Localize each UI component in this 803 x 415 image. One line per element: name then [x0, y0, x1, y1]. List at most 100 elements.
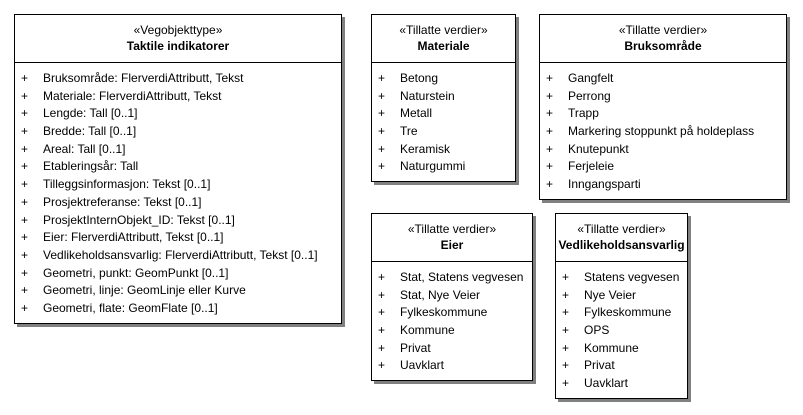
attribute-row: +Naturstein [372, 88, 515, 106]
stereotype-label: «Tillatte verdier» [577, 222, 666, 236]
visibility-marker: + [21, 141, 29, 156]
attribute-row: +Gangfelt [540, 70, 786, 88]
attribute-text: Gangfelt [568, 71, 614, 85]
attribute-row: + Statens vegvesen [556, 269, 687, 287]
attribute-text: Fylkeskommune [400, 305, 488, 320]
attribute-text: Uavklart [584, 376, 629, 391]
attribute-row: + Bruksområde: FlerverdiAttributt, Tekst [15, 70, 341, 88]
attribute-text: Ferjeleie [568, 159, 615, 174]
enum-name: Eier [440, 238, 464, 252]
attribute-text: Materiale: FlerverdiAttributt, Tekst [43, 88, 222, 103]
attribute-row: + Eier: FlerverdiAttributt, Tekst [0..1] [15, 229, 341, 247]
visibility-marker: + [21, 194, 29, 209]
attribute-row: + Privat [372, 340, 532, 358]
visibility-marker: + [21, 230, 29, 245]
attribute-row: +Vedlikeholdsansvarlig: FlerverdiAttribu… [15, 247, 341, 265]
visibility-marker: + [378, 270, 386, 284]
attribute-text: Kommune [584, 340, 639, 355]
attribute-row: + Etableringsår: Tall [15, 158, 341, 176]
attribute-row: +Geometri, punkt: GeomPunkt [0..1] [15, 265, 341, 283]
attribute-text: Keramisk [400, 141, 451, 156]
attribute-text: Stat, Nye Veier [400, 287, 481, 302]
attribute-text: Geometri, linje: GeomLinje eller Kurve [43, 283, 246, 298]
attribute-row: + Keramisk [372, 141, 515, 159]
attribute-row: + Uavklart [372, 357, 532, 375]
attribute-row: + Privat [556, 357, 687, 375]
attribute-row: +Lengde: Tall [0..1] [15, 105, 341, 123]
attribute-text: Privat [584, 358, 615, 373]
attribute-row: + ProsjektInternObjekt_ID: Tekst [0..1] [15, 212, 341, 230]
attribute-row: +Geometri, flate: GeomFlate [0..1] [15, 300, 341, 318]
enum-header: «Tillatte verdier» Materiale [372, 15, 515, 63]
uml-enum-bruksomrade: «Tillatte verdier» Bruksområde +Gangfelt… [539, 14, 787, 200]
visibility-marker: + [21, 159, 29, 174]
visibility-marker: + [562, 358, 570, 373]
visibility-marker: + [546, 177, 554, 192]
visibility-marker: + [562, 270, 570, 284]
attribute-text: Trapp [568, 106, 599, 121]
visibility-marker: + [562, 376, 570, 391]
stereotype-label: «Vegobjekttype» [133, 23, 223, 37]
value-list: + Statens vegvesen + Nye Veier + Fylkeskommun… [556, 262, 687, 393]
visibility-marker: + [378, 287, 386, 302]
enum-name: Vedlikeholdsansvarlig [558, 238, 685, 252]
visibility-marker: + [21, 71, 29, 85]
enum-name: Bruksområde [624, 39, 702, 53]
class-header: «Vegobjekttype» Taktile indikatorer [15, 15, 341, 63]
attribute-text: Tre [400, 124, 418, 139]
attribute-text: Privat [400, 340, 431, 355]
visibility-marker: + [21, 124, 29, 139]
attribute-text: Statens vegvesen [584, 270, 680, 284]
value-list: +Betong+Naturstein+Metall+Tre+Keramisk+N… [372, 63, 515, 176]
visibility-marker: + [562, 305, 570, 320]
attribute-text: Naturgummi [400, 159, 466, 174]
uml-class-taktile-indikatorer: «Vegobjekttype» Taktile indikatorer + Bru… [14, 14, 342, 324]
visibility-marker: + [21, 106, 29, 121]
visibility-marker: + [378, 88, 386, 103]
visibility-marker: + [21, 212, 29, 227]
attribute-text: Eier: FlerverdiAttributt, Tekst [0..1] [43, 230, 224, 245]
attribute-text: Stat, Statens vegvesen [400, 270, 524, 284]
attribute-text: Markering stoppunkt på holdeplass [568, 124, 755, 139]
visibility-marker: + [562, 323, 570, 338]
stereotype-label: «Tillatte verdier» [618, 23, 708, 37]
visibility-marker: + [378, 159, 386, 174]
attribute-row: +Fylkeskommune [372, 304, 532, 322]
uml-enum-eier: «Tillatte verdier» Eier +Stat, Statens v… [371, 213, 533, 381]
visibility-marker: + [21, 247, 29, 262]
attribute-text: Uavklart [400, 358, 445, 373]
attribute-text: Inngangsparti [568, 177, 641, 192]
attribute-text: Areal: Tall [0..1] [43, 141, 126, 156]
visibility-marker: + [378, 141, 386, 156]
attribute-row: + Uavklart [556, 375, 687, 393]
attribute-row: +Metall [372, 105, 515, 123]
attribute-row: +Knutepunkt [540, 141, 786, 159]
class-name: Taktile indikatorer [126, 39, 230, 53]
attribute-text: Bredde: Tall [0..1] [43, 124, 137, 139]
attribute-text: Fylkeskommune [584, 305, 672, 320]
visibility-marker: + [378, 340, 386, 355]
attribute-list: +Bruksområde: FlerverdiAttributt, Tekst+… [15, 63, 341, 318]
visibility-marker: + [378, 323, 386, 338]
attribute-text: Geometri, punkt: GeomPunkt [0..1] [43, 265, 229, 280]
attribute-text: Etableringsår: Tall [43, 159, 139, 174]
visibility-marker: + [378, 358, 386, 373]
attribute-row: + Naturgummi [372, 158, 515, 176]
attribute-text: OPS [584, 323, 610, 338]
attribute-text: Metall [400, 106, 433, 121]
attribute-text: Perrong [568, 88, 611, 103]
uml-enum-materiale: «Tillatte verdier» Materiale +Betong+Nat… [371, 14, 516, 182]
visibility-marker: + [562, 340, 570, 355]
attribute-text: Nye Veier [584, 287, 637, 302]
visibility-marker: + [562, 287, 570, 302]
enum-name: Materiale [417, 39, 470, 53]
attribute-row: + Areal: Tall [0..1] [15, 141, 341, 159]
visibility-marker: + [378, 71, 386, 85]
attribute-text: ProsjektInternObjekt_ID: Tekst [0..1] [43, 212, 235, 227]
attribute-text: Knutepunkt [568, 141, 629, 156]
attribute-row: +Kommune [372, 322, 532, 340]
visibility-marker: + [546, 124, 554, 139]
attribute-text: Bruksområde: FlerverdiAttributt, Tekst [43, 71, 244, 85]
attribute-row: +Betong [372, 70, 515, 88]
attribute-row: +Ferjeleie [540, 158, 786, 176]
